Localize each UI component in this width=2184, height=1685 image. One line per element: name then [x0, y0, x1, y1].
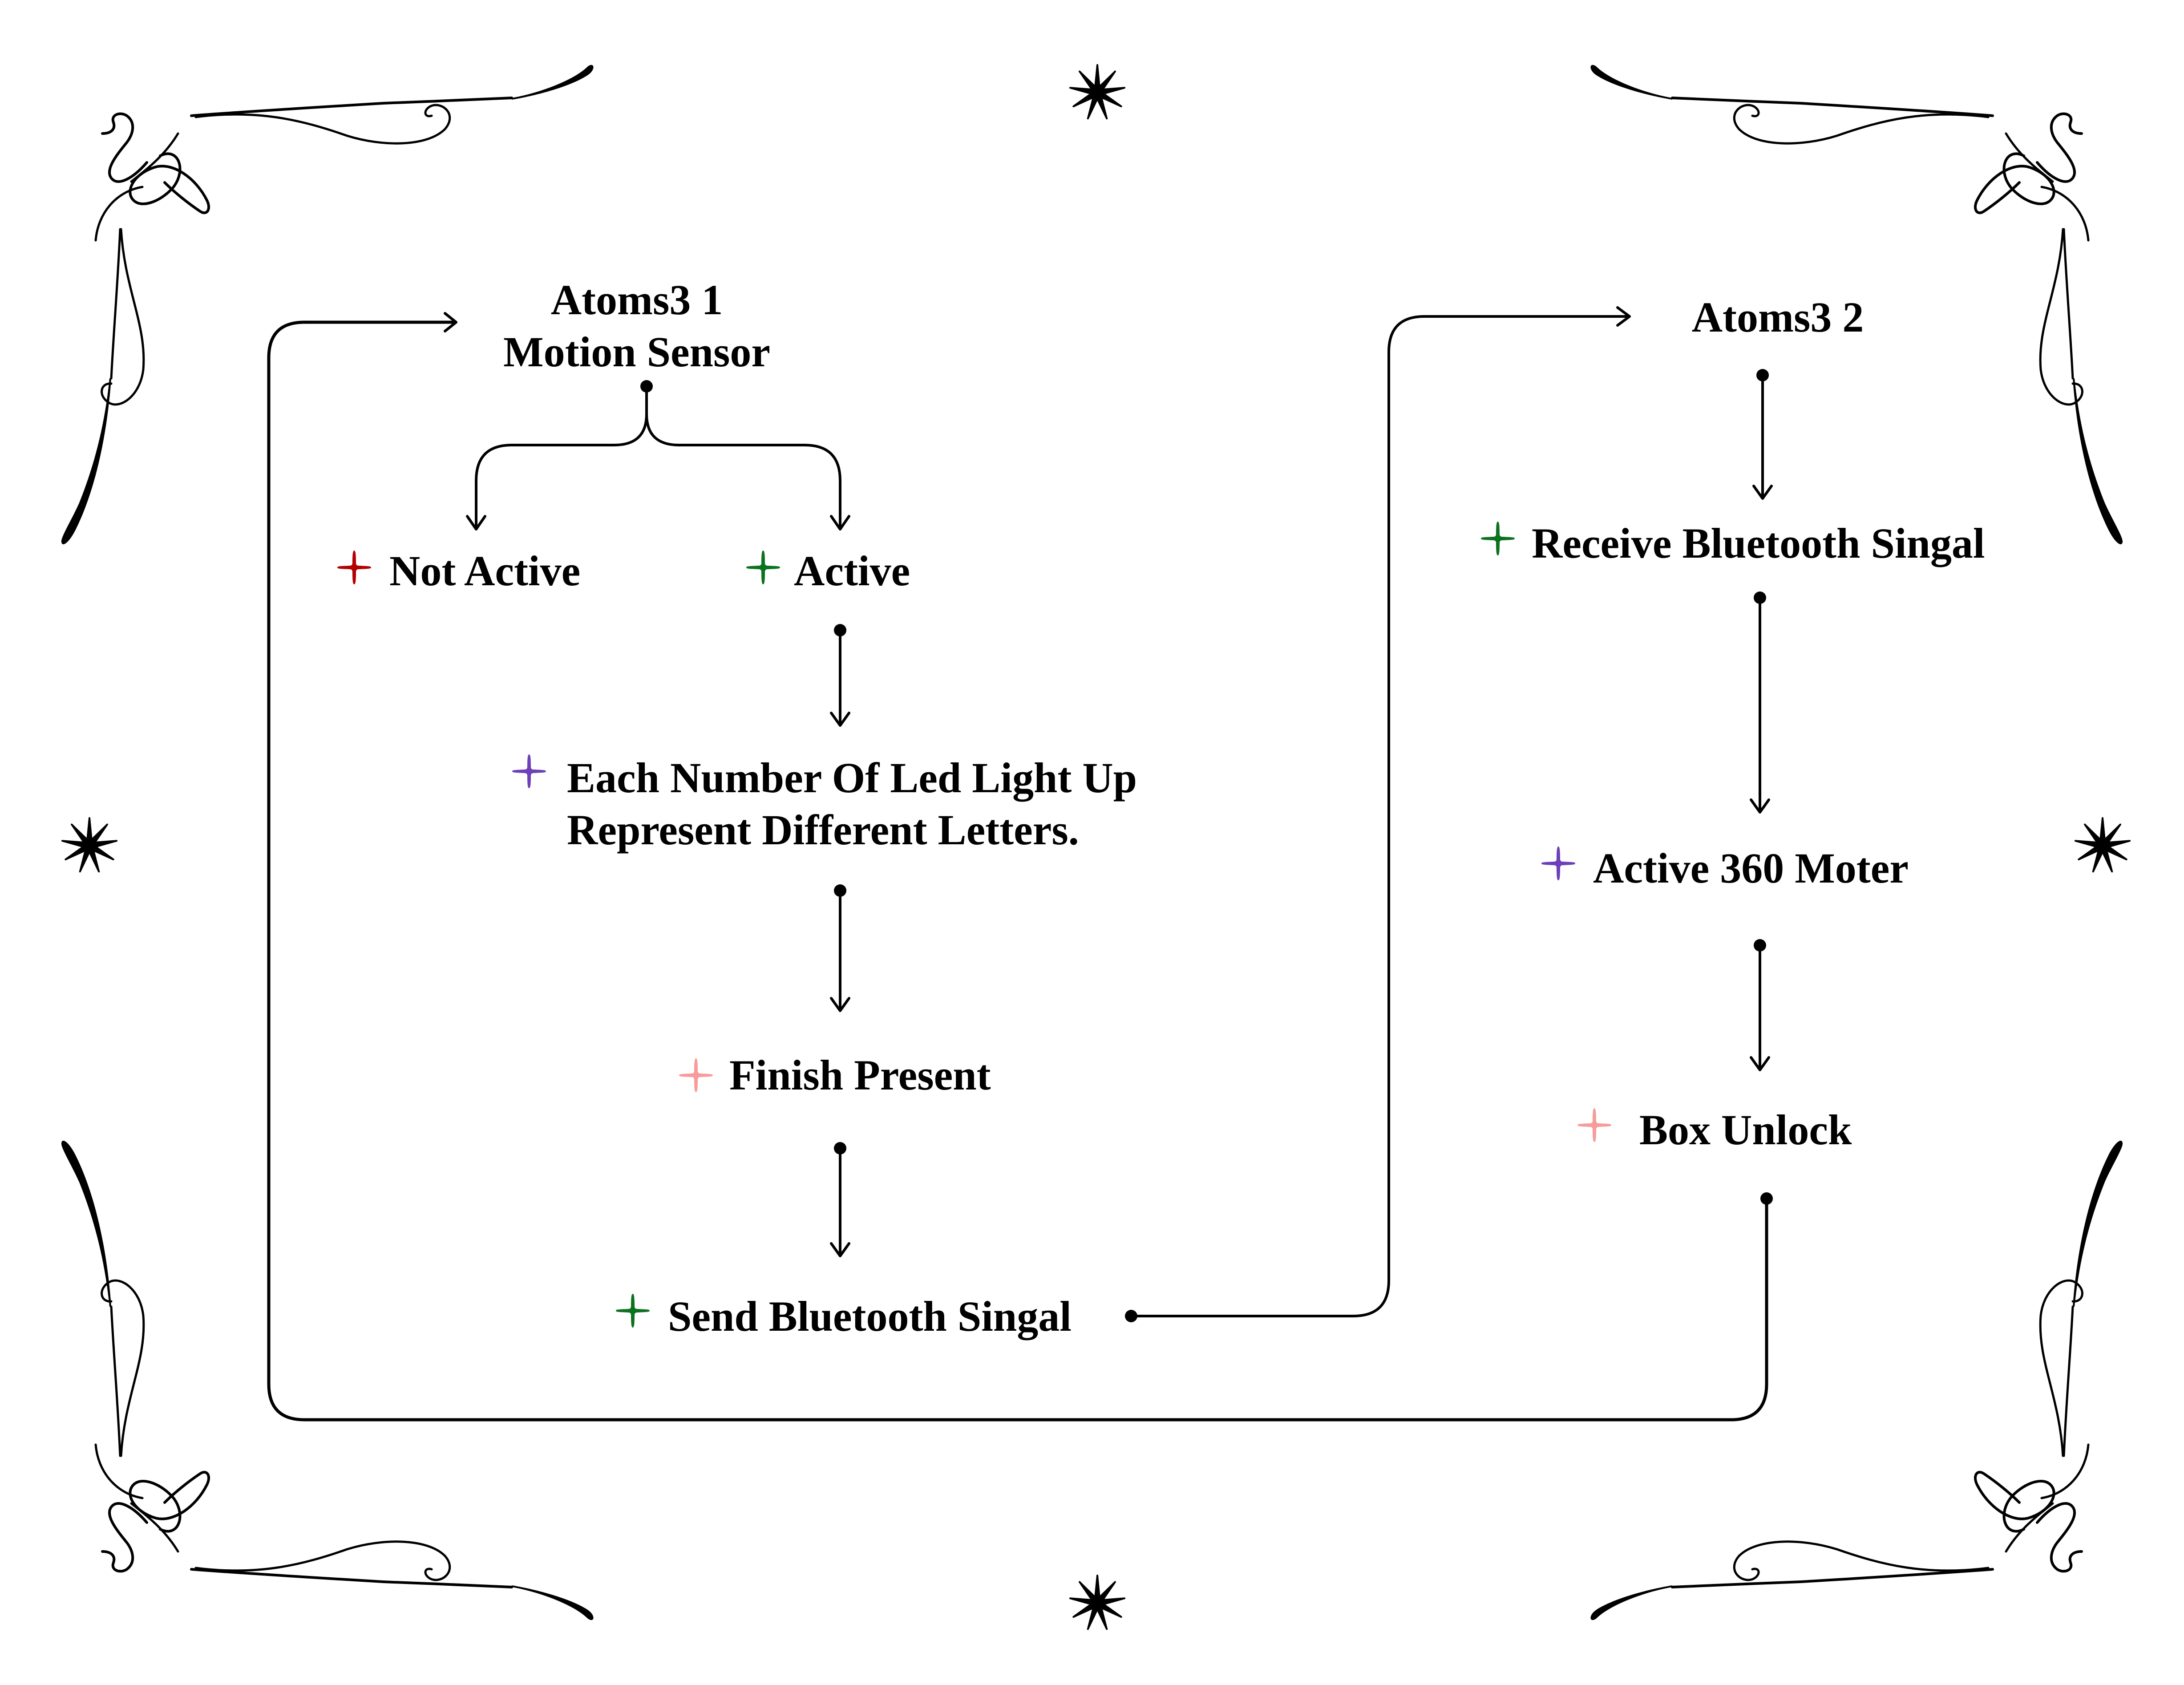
not-active-label: Not Active: [389, 547, 580, 595]
arrowhead: [1750, 798, 1770, 814]
arrowhead: [830, 712, 850, 727]
arrowhead-active: [830, 515, 850, 531]
box-unlock-label: Box Unlock: [1639, 1106, 1852, 1154]
arrowhead-to-atoms3-1: [444, 312, 457, 332]
corner-ornament-bottom-left: [61, 1141, 594, 1620]
active-motor-label: Active 360 Moter: [1593, 844, 1909, 892]
corner-ornament-top-left: [61, 65, 594, 544]
arrowhead-not-active: [466, 515, 486, 531]
active-label: Active: [794, 547, 910, 595]
sparkle-icon-red: [337, 551, 371, 584]
corner-ornament-bottom-right: [1590, 1141, 2123, 1620]
arrowhead: [830, 997, 850, 1012]
star-icon-right: [2074, 817, 2131, 873]
branch-connector-active: [645, 413, 841, 529]
arrowhead: [1752, 485, 1773, 500]
sparkle-icon-purple: [1541, 847, 1575, 880]
arrowhead: [830, 1242, 850, 1257]
atoms3-2-title: Atoms3 2: [1692, 293, 1864, 341]
atoms3-1-title: Atoms3 1: [551, 276, 723, 324]
star-icon-left: [61, 817, 118, 873]
star-shape: [1069, 1575, 1126, 1630]
branch-connector-not-active: [475, 385, 648, 529]
star-icon-bottom: [1069, 1575, 1126, 1630]
send-bluetooth-label: Send Bluetooth Singal: [668, 1292, 1072, 1340]
sparkle-icon-pink: [1577, 1108, 1611, 1142]
sparkle-icon-green: [1481, 522, 1515, 555]
receive-bluetooth-label: Receive Bluetooth Singal: [1532, 519, 1985, 567]
sparkle-icon-purple: [512, 754, 546, 788]
star-shape: [1069, 64, 1126, 120]
arrowhead-to-atoms3-2: [1616, 306, 1631, 327]
star-shape: [61, 817, 118, 873]
sparkle-icon-pink: [679, 1058, 713, 1092]
sparkle-icon-green: [616, 1294, 650, 1328]
star-shape: [2074, 817, 2131, 873]
finish-present-label: Finish Present: [729, 1051, 991, 1099]
star-icon-top: [1069, 64, 1126, 120]
arrowhead: [1750, 1056, 1770, 1071]
atoms3-1-subtitle: Motion Sensor: [503, 328, 770, 376]
sparkle-icon-green: [746, 551, 780, 584]
led-step-line2: Represent Different Letters.: [567, 806, 1079, 854]
cross-connector: [1130, 315, 1630, 1317]
led-step-line1: Each Number Of Led Light Up: [567, 754, 1137, 802]
loop-connector: [267, 320, 1768, 1422]
connector-dot-box-unlock: [1760, 1192, 1773, 1205]
